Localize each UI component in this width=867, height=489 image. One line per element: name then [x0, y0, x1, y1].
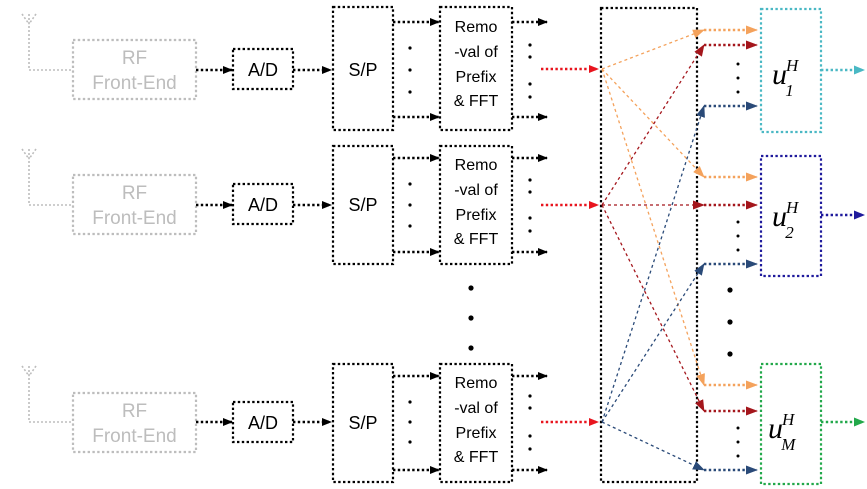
prefix-removal-fft-box [438, 5, 514, 132]
vertical-ellipsis [408, 182, 412, 228]
fft-label-line1: Remo [455, 157, 498, 174]
prefix-removal-fft-box [438, 144, 514, 266]
sp-converter-box [331, 5, 395, 132]
rf-front-end-box [71, 391, 198, 454]
ad-converter-label: A/D [248, 60, 278, 80]
fft-label-line1: Remo [455, 19, 498, 36]
fft-label-line2: -val of [454, 400, 498, 417]
rows-ellipsis [468, 285, 474, 351]
vertical-ellipsis [528, 43, 532, 99]
rf-front-end-label-line1: RF [122, 183, 147, 204]
prefix-removal-fft-box [438, 362, 514, 484]
antenna-icon [21, 365, 73, 423]
ad-converter-box [231, 182, 295, 226]
fft-label-line2: -val of [454, 44, 498, 61]
fft-label-line4: & FFT [454, 231, 499, 248]
rf-front-end-label-line1: RF [122, 48, 147, 69]
vertical-ellipsis [408, 46, 412, 94]
fft-label-line2: -val of [454, 182, 498, 199]
fft-label-line3: Prefix [456, 69, 497, 86]
ad-converter-box [231, 400, 295, 444]
fft-label-line4: & FFT [454, 93, 499, 110]
combiner-input-ellipsis [736, 62, 740, 458]
ad-converter-label: A/D [248, 413, 278, 433]
combiner-box [759, 7, 823, 134]
combiner-box [759, 362, 823, 486]
combiner-box [759, 154, 823, 278]
fft-label-line3: Prefix [456, 425, 497, 442]
ad-converter-box [231, 47, 295, 91]
rf-front-end-box [71, 173, 198, 236]
switch-crossing-lines [601, 29, 705, 471]
combiner-input-arrows [704, 25, 758, 475]
sp-converter-label: S/P [348, 60, 377, 80]
sp-converter-label: S/P [348, 413, 377, 433]
vertical-ellipsis [528, 178, 532, 233]
rf-front-end-label-line2: Front-End [92, 426, 176, 447]
receiver-chain-1: RF Front-End A/D S/P Remo -val of Prefix… [21, 5, 599, 132]
rf-front-end-label-line1: RF [122, 401, 147, 422]
rf-front-end-box [71, 38, 198, 101]
sp-converter-box [331, 144, 395, 266]
fft-label-line3: Prefix [456, 207, 497, 224]
combiners-ellipsis [727, 287, 733, 357]
receiver-chain-m: RF Front-End A/D S/P Remo -val of Prefix… [21, 362, 599, 484]
antenna-icon [21, 148, 73, 206]
fft-label-line4: & FFT [454, 449, 499, 466]
rf-front-end-label-line2: Front-End [92, 208, 176, 229]
sp-converter-box [331, 362, 395, 484]
ad-converter-label: A/D [248, 195, 278, 215]
antenna-icon [21, 13, 73, 71]
sp-converter-label: S/P [348, 195, 377, 215]
vertical-ellipsis [528, 394, 532, 451]
vertical-ellipsis [408, 400, 412, 444]
rf-front-end-label-line2: Front-End [92, 73, 176, 94]
subcarrier-switch-box [599, 6, 699, 484]
receiver-chain-2: RF Front-End A/D S/P Remo -val of Prefix… [21, 144, 599, 266]
fft-label-line1: Remo [455, 375, 498, 392]
